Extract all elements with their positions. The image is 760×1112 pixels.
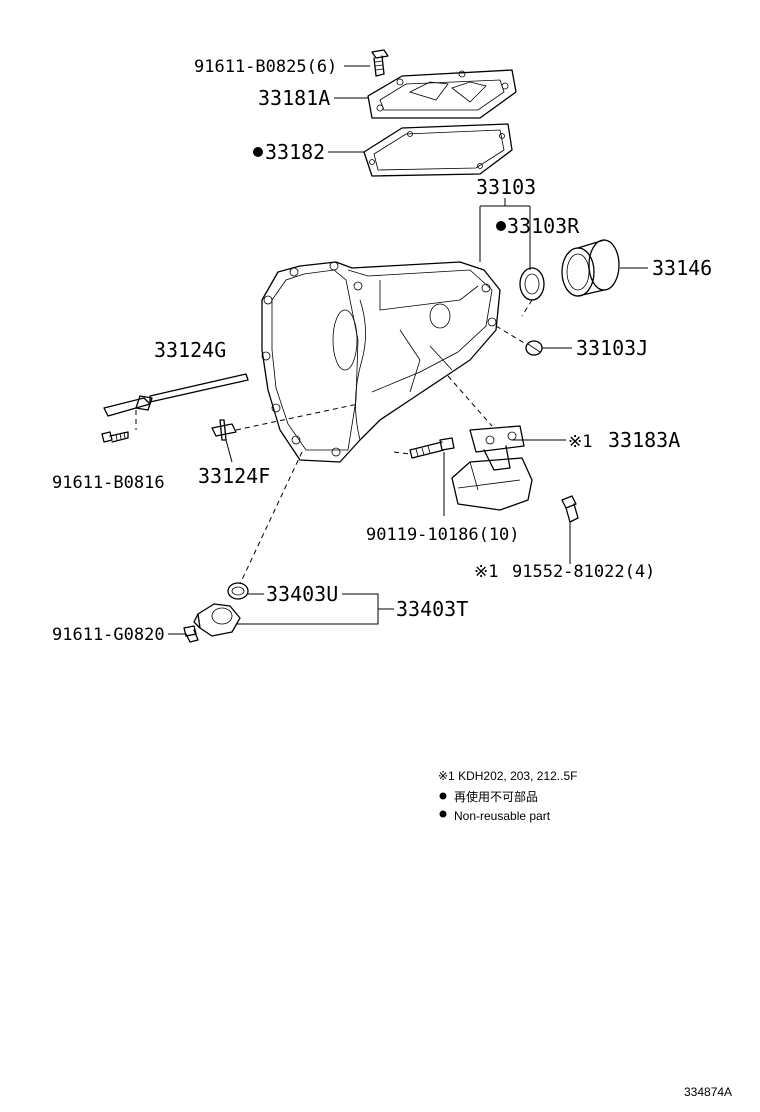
mount-bracket-drawing	[451, 425, 533, 511]
legend-jp: 再使用不可部品	[454, 789, 538, 804]
non-reusable-marker	[253, 147, 263, 157]
callout-bolt-cover: 91611-B0825(6)	[194, 57, 337, 77]
callout-o-ring: 33403U	[266, 582, 338, 606]
cover-drawing	[367, 69, 517, 119]
callout-bolt-case: 90119-10186(10)	[366, 525, 520, 545]
transmission-case-drawing	[261, 261, 501, 463]
callout-mount-bracket-mark: ※1	[568, 432, 592, 452]
legend-bullet	[439, 810, 447, 818]
plug-drawing	[525, 340, 543, 356]
callout-bolt-sensor: 91611-G0820	[52, 625, 165, 645]
case-bolt-drawing	[409, 437, 455, 459]
callout-bearing-race: 33146	[652, 256, 712, 280]
o-ring-drawing	[227, 582, 249, 600]
callout-mount-bracket: 33183A	[608, 428, 680, 452]
gasket-drawing	[363, 123, 513, 177]
bearing-race-drawing	[561, 239, 620, 297]
legend-en: Non-reusable part	[454, 809, 551, 823]
assembly-lines	[135, 299, 533, 585]
callout-case-assy: 33103	[476, 175, 536, 199]
legend-note-1: ※1 KDH202, 203, 212..5F	[438, 769, 577, 783]
lever-rod-drawing	[103, 373, 249, 417]
leader-lines	[168, 65, 648, 635]
callout-plug: 33103J	[576, 336, 648, 360]
sensor-bolt-drawing	[183, 625, 199, 643]
callout-sensor-assy: 33403T	[396, 597, 468, 621]
rod-bolt-drawing	[101, 431, 129, 443]
cover-bolt-drawing	[371, 49, 389, 77]
callout-oil-seal: 33103R	[507, 214, 580, 238]
legend: ※1 KDH202, 203, 212..5F 再使用不可部品 Non-reus…	[438, 769, 577, 823]
callout-lever-clip: 33124F	[198, 464, 270, 488]
legend-bullet	[439, 792, 447, 800]
non-reusable-marker	[496, 221, 506, 231]
callout-bolt-bracket: 91552-81022(4)	[512, 562, 655, 582]
bracket-bolt-drawing	[561, 495, 579, 523]
callout-cover: 33181A	[258, 86, 330, 110]
callout-gasket: 33182	[265, 140, 325, 164]
oil-seal-drawing	[519, 267, 545, 301]
callout-lever-rod: 33124G	[154, 338, 226, 362]
lever-clip-drawing	[211, 419, 237, 441]
callout-bolt-bracket-mark: ※1	[474, 562, 498, 582]
sensor-drawing	[193, 603, 241, 637]
callout-bolt-rod: 91611-B0816	[52, 473, 165, 493]
figure-id: 334874A	[684, 1085, 732, 1099]
